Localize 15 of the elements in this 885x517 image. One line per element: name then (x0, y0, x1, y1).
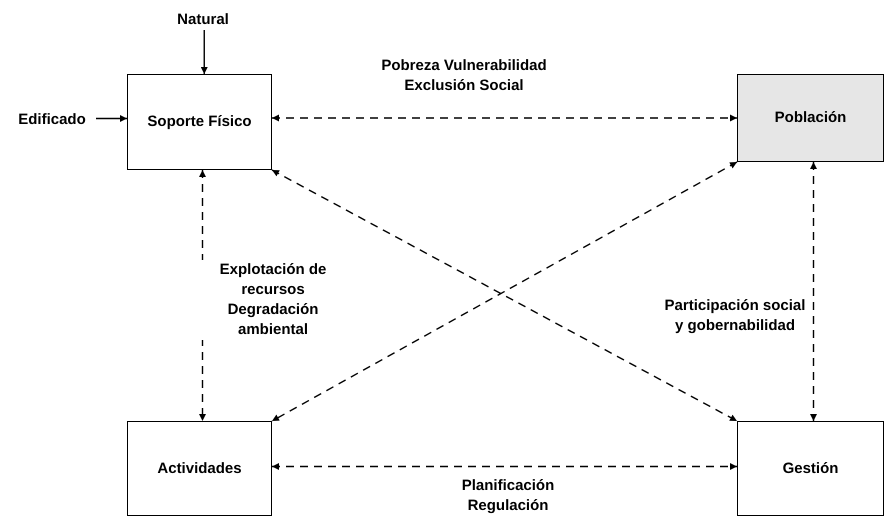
concept-box (127, 74, 272, 170)
node-label: Gestión (782, 458, 840, 478)
arrow (272, 114, 737, 122)
input-label: Natural (168, 8, 238, 30)
arrow (272, 463, 737, 470)
input-label: Edificado (8, 108, 96, 130)
concept-box (127, 421, 272, 516)
arrow (810, 162, 817, 421)
concept-box (737, 421, 884, 516)
node-label: Actividades (156, 458, 243, 478)
arrow (200, 30, 208, 74)
node-label: Soporte Físico (146, 112, 253, 132)
arrow (96, 115, 127, 122)
concept-box (737, 74, 884, 162)
node-label: Población (774, 108, 848, 128)
